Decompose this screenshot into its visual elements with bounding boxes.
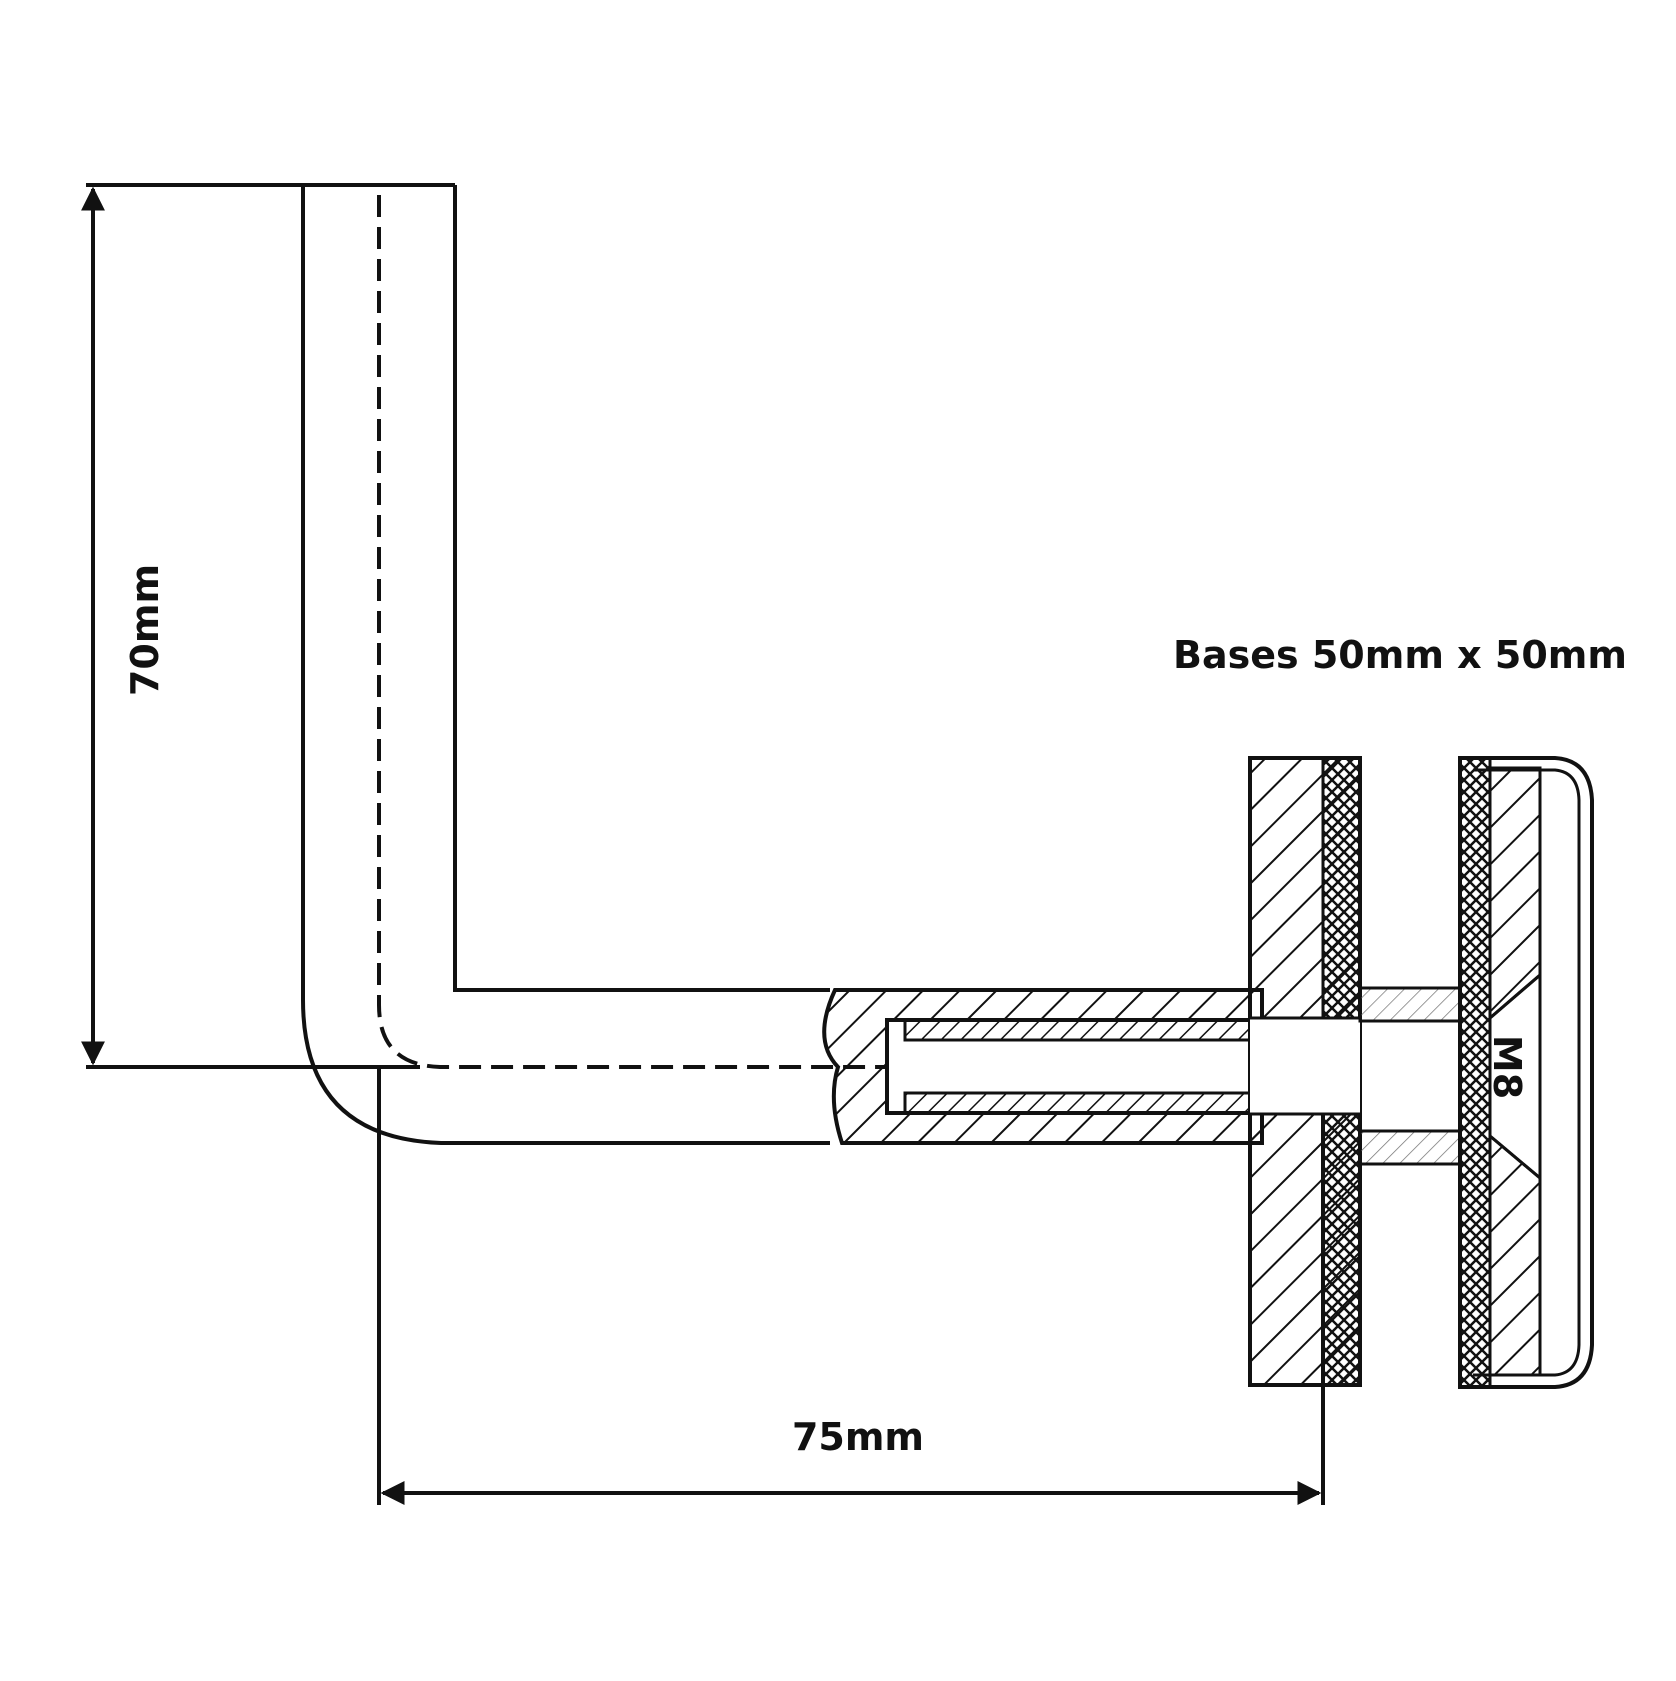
height-label: 70mm — [123, 564, 167, 696]
rod-inner-corner-edge — [453, 185, 830, 992]
thread-label: M8 — [1485, 1035, 1529, 1099]
rod-outer-curve — [301, 185, 830, 1145]
base-plate-right — [1458, 756, 1594, 1389]
rod-centerline — [377, 195, 1250, 1069]
threaded-sleeve — [822, 988, 1264, 1145]
width-label: 75mm — [792, 1415, 924, 1459]
base-plate-left — [1248, 756, 1362, 1387]
spacer — [1358, 986, 1462, 1166]
bases-label: Bases 50mm x 50mm — [1173, 633, 1627, 677]
